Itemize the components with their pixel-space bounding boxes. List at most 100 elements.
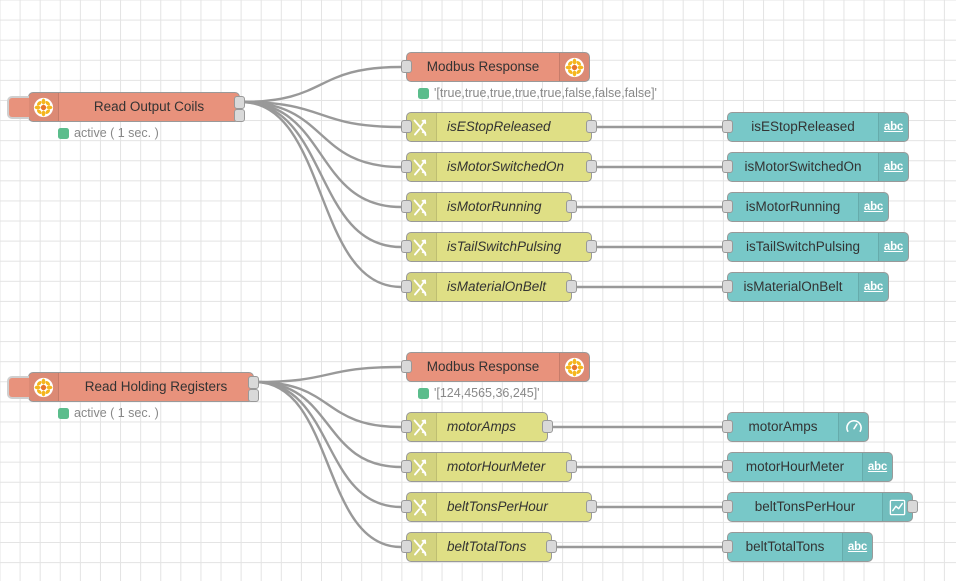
node-label: isTailSwitchPulsing	[447, 239, 562, 255]
output-port-2[interactable]	[248, 389, 259, 402]
output-port[interactable]	[542, 420, 553, 433]
swap-arrows-icon	[407, 113, 437, 141]
gauge-icon	[838, 413, 868, 441]
output-port[interactable]	[546, 540, 557, 553]
swap-arrows-icon	[407, 153, 437, 181]
output-port-2[interactable]	[234, 109, 245, 122]
swap-arrows-icon	[407, 493, 437, 521]
input-port[interactable]	[401, 280, 412, 293]
modbus-response-node[interactable]: Modbus Response	[401, 52, 590, 82]
input-port[interactable]	[722, 420, 733, 433]
input-port[interactable]	[401, 540, 412, 553]
abc-text-icon: abc	[862, 453, 892, 481]
status-text: active ( 1 sec. )	[74, 406, 159, 420]
output-port-1[interactable]	[234, 96, 245, 109]
node-label: isMaterialOnBelt	[447, 279, 547, 295]
status-text: '[124,4565,36,245]'	[434, 386, 540, 400]
wire	[240, 100, 402, 249]
input-port[interactable]	[722, 280, 733, 293]
node-label: motorHourMeter	[447, 459, 546, 475]
node-label: Read Output Coils	[93, 99, 205, 115]
input-port[interactable]	[401, 360, 412, 373]
input-port[interactable]	[401, 60, 412, 73]
status-dot	[418, 387, 429, 399]
input-port[interactable]	[401, 460, 412, 473]
input-port[interactable]	[401, 240, 412, 253]
change-node[interactable]: isMotorSwitchedOn	[401, 152, 597, 182]
change-node[interactable]: motorAmps	[401, 412, 553, 442]
output-port[interactable]	[566, 200, 577, 213]
modbus-flower-icon	[559, 53, 589, 81]
dashboard-widget-node[interactable]: isMaterialOnBelt abc	[722, 272, 889, 302]
inject-button[interactable]	[7, 96, 29, 119]
dashboard-widget-node[interactable]: beltTonsPerHour	[722, 492, 918, 522]
node-label: isMotorSwitchedOn	[744, 159, 862, 175]
node-status: '[true,true,true,true,true,false,false,f…	[418, 86, 657, 100]
change-node[interactable]: beltTotalTons	[401, 532, 557, 562]
input-port[interactable]	[401, 160, 412, 173]
node-label: beltTonsPerHour	[754, 499, 856, 515]
output-port[interactable]	[586, 160, 597, 173]
output-port[interactable]	[566, 460, 577, 473]
output-port[interactable]	[907, 500, 918, 513]
input-port[interactable]	[401, 200, 412, 213]
wire	[240, 100, 402, 129]
input-port[interactable]	[401, 120, 412, 133]
change-node[interactable]: isEStopReleased	[401, 112, 597, 142]
input-port[interactable]	[722, 460, 733, 473]
node-label: isMaterialOnBelt	[743, 279, 843, 295]
change-node[interactable]: isMotorRunning	[401, 192, 577, 222]
change-node[interactable]: beltTonsPerHour	[401, 492, 597, 522]
input-port[interactable]	[722, 160, 733, 173]
input-port[interactable]	[722, 240, 733, 253]
modbus-read-node[interactable]: Read Holding Registers	[7, 372, 259, 402]
abc-text-icon: abc	[858, 193, 888, 221]
input-port[interactable]	[722, 120, 733, 133]
output-port[interactable]	[586, 120, 597, 133]
node-label: isTailSwitchPulsing	[745, 239, 861, 255]
node-label: motorAmps	[748, 419, 818, 435]
dashboard-widget-node[interactable]: motorAmps	[722, 412, 869, 442]
abc-text-icon: abc	[878, 113, 908, 141]
change-node[interactable]: motorHourMeter	[401, 452, 577, 482]
abc-text-icon: abc	[878, 153, 908, 181]
swap-arrows-icon	[407, 233, 437, 261]
change-node[interactable]: isMaterialOnBelt	[401, 272, 577, 302]
input-port[interactable]	[722, 500, 733, 513]
wire	[254, 365, 402, 384]
node-label: Modbus Response	[426, 359, 540, 375]
output-port-1[interactable]	[248, 376, 259, 389]
wire	[254, 380, 402, 549]
wire	[254, 380, 402, 429]
input-port[interactable]	[401, 500, 412, 513]
change-node[interactable]: isTailSwitchPulsing	[401, 232, 597, 262]
node-label: beltTonsPerHour	[447, 499, 548, 515]
modbus-response-node[interactable]: Modbus Response	[401, 352, 590, 382]
input-port[interactable]	[401, 420, 412, 433]
output-port[interactable]	[586, 240, 597, 253]
node-label: Read Holding Registers	[84, 379, 228, 395]
node-status: active ( 1 sec. )	[58, 406, 159, 420]
node-label: beltTotalTons	[447, 539, 527, 555]
status-dot	[418, 87, 429, 99]
dashboard-widget-node[interactable]: isMotorSwitchedOn abc	[722, 152, 909, 182]
input-port[interactable]	[722, 540, 733, 553]
node-label: isMotorRunning	[745, 199, 841, 215]
dashboard-widget-node[interactable]: isMotorRunning abc	[722, 192, 889, 222]
node-label: isMotorRunning	[447, 199, 542, 215]
status-text: '[true,true,true,true,true,false,false,f…	[434, 86, 657, 100]
abc-text-icon: abc	[858, 273, 888, 301]
output-port[interactable]	[566, 280, 577, 293]
node-label: isMotorSwitchedOn	[447, 159, 565, 175]
modbus-flower-icon	[29, 373, 59, 401]
inject-button[interactable]	[7, 376, 29, 399]
output-port[interactable]	[586, 500, 597, 513]
modbus-read-node[interactable]: Read Output Coils	[7, 92, 245, 122]
input-port[interactable]	[722, 200, 733, 213]
wire	[240, 100, 402, 169]
